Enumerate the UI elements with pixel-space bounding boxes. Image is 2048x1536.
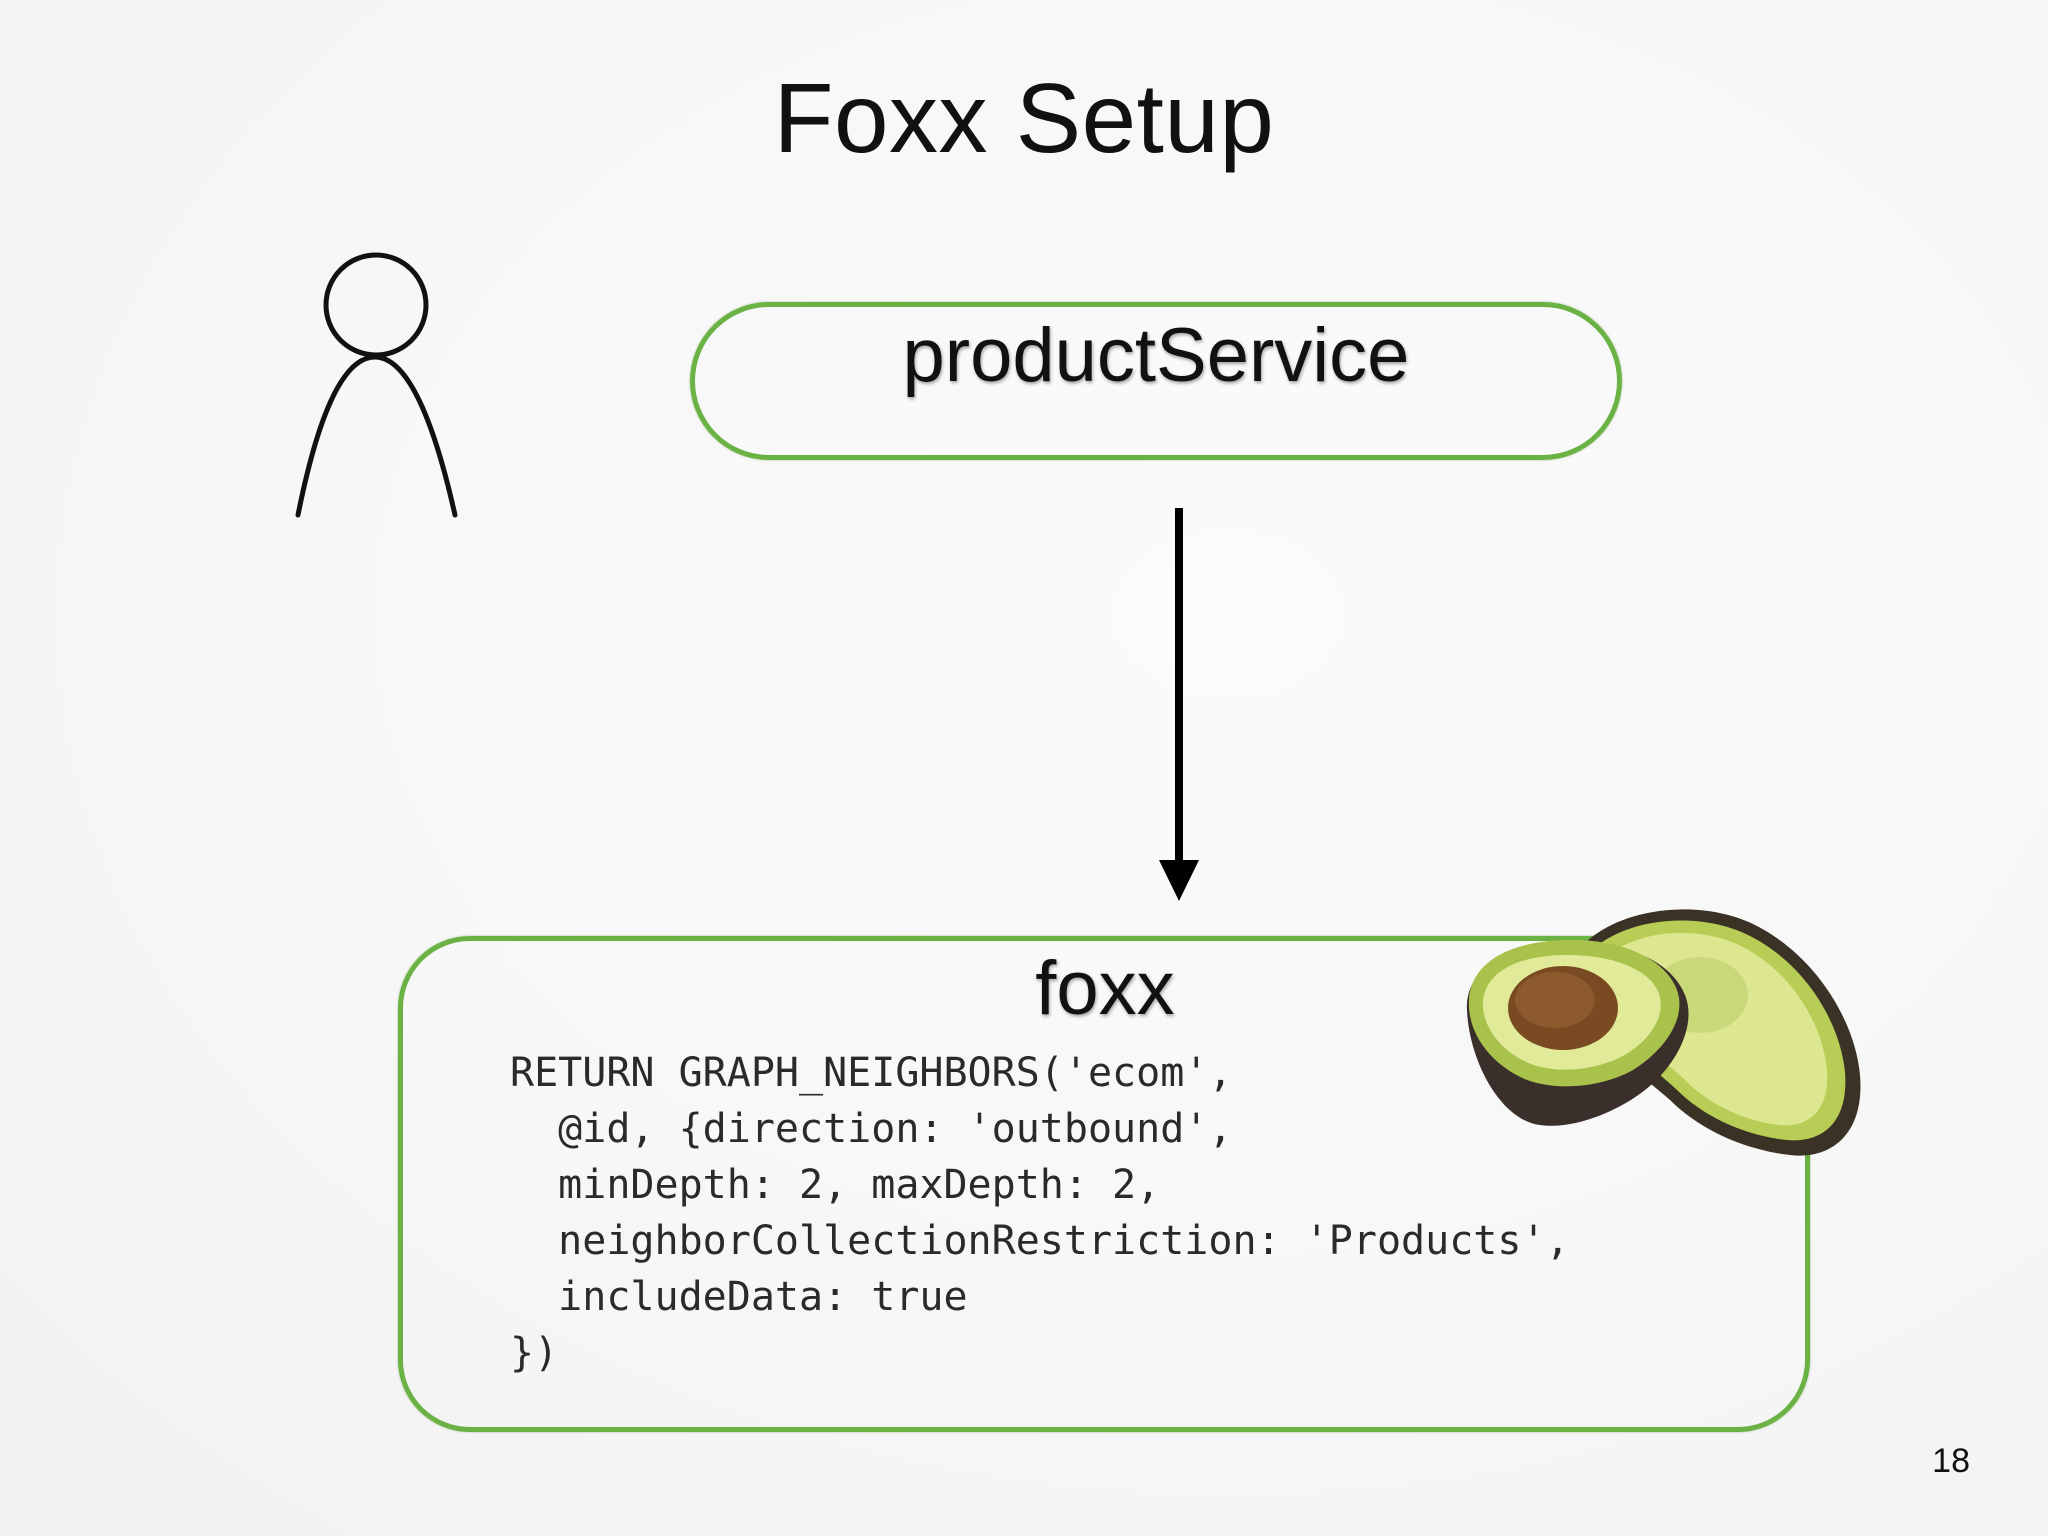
product-service-label: productService: [902, 313, 1410, 398]
code-line: includeData: true: [510, 1274, 968, 1320]
avocado-icon: [1466, 909, 1861, 1156]
foxx-node: [398, 936, 1810, 1432]
code-line: }): [510, 1330, 559, 1376]
user-icon: [295, 252, 458, 518]
code-line: @id, {direction: 'outbound',: [510, 1106, 1233, 1152]
code-line: neighborCollectionRestriction: 'Products…: [510, 1218, 1570, 1264]
page-number: 18: [1932, 1442, 1970, 1480]
product-service-node: [690, 302, 1622, 460]
code-line: RETURN GRAPH_NEIGHBORS('ecom',: [510, 1050, 1233, 1096]
down-arrow: [1159, 508, 1199, 901]
code-line: minDepth: 2, maxDepth: 2,: [510, 1162, 1161, 1208]
foxx-label: foxx: [1035, 946, 1175, 1031]
aql-code-block: RETURN GRAPH_NEIGHBORS('ecom', @id, {dir…: [510, 1045, 1570, 1381]
slide-title: Foxx Setup: [773, 63, 1275, 173]
